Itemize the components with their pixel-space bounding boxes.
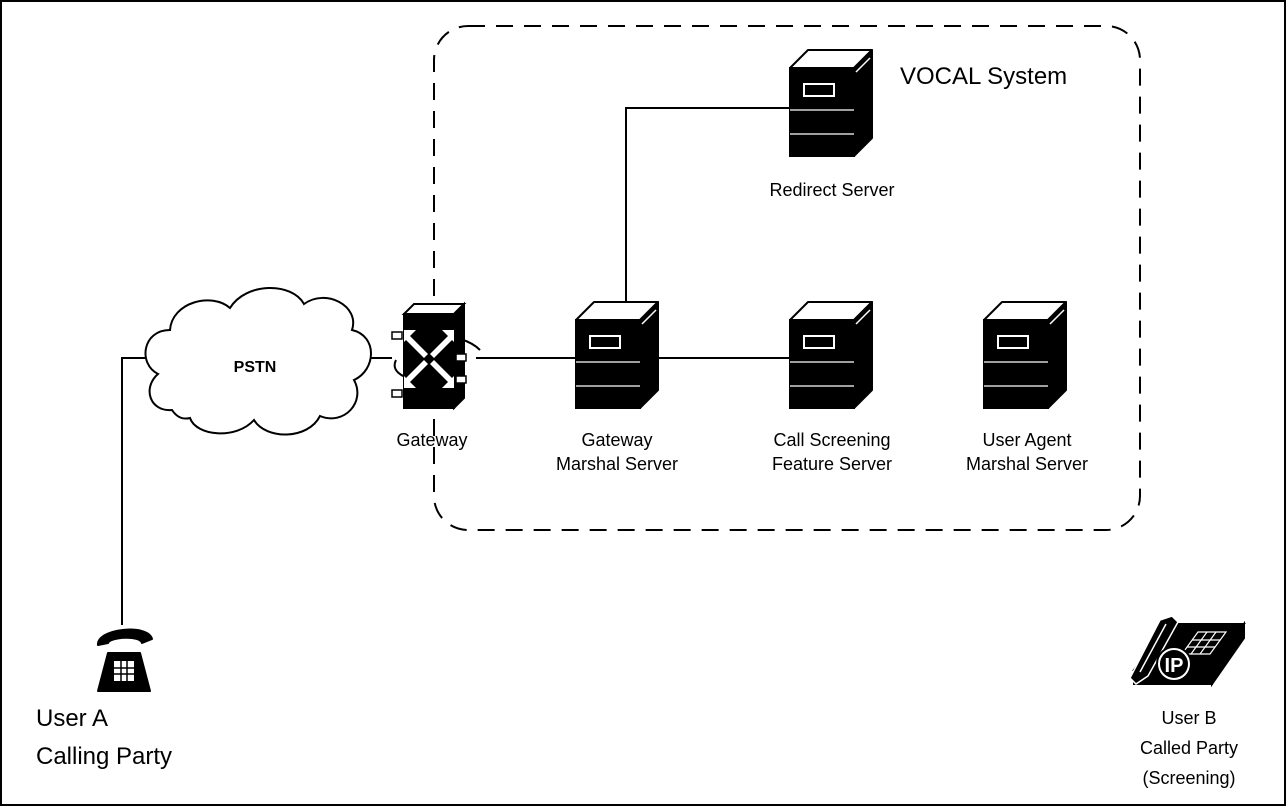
gateway-label: Gateway — [396, 430, 467, 450]
user-agent-marshal-label-line1: User Agent — [982, 430, 1071, 450]
server-tower-icon — [983, 301, 1067, 409]
gateway-router-icon — [391, 301, 481, 411]
cloud-icon — [144, 287, 372, 436]
gateway-marshal-label-line2: Marshal Server — [556, 454, 678, 474]
gateway-marshal-server-node: Gateway Marshal Server — [556, 301, 678, 474]
user-b-label-line2: Called Party — [1140, 738, 1238, 758]
vocal-system-boundary — [433, 25, 1141, 531]
connection-lines — [121, 107, 790, 625]
ip-phone-icon: IP — [1129, 615, 1246, 688]
user-a-label-line2: Calling Party — [36, 743, 172, 770]
ip-badge-label: IP — [1165, 655, 1184, 677]
link-marshal-to-redirect — [625, 107, 790, 302]
pstn-cloud: PSTN — [144, 287, 372, 436]
redirect-server-label: Redirect Server — [769, 180, 894, 200]
call-screening-label-line1: Call Screening — [773, 430, 890, 450]
user-agent-marshal-server-node: User Agent Marshal Server — [966, 301, 1088, 474]
gateway-marshal-label-line1: Gateway — [581, 430, 652, 450]
user-b-node: IP User B Called Party (Screening) — [1129, 615, 1246, 788]
user-a-node: User A Calling Party — [36, 628, 172, 770]
call-screening-label-line2: Feature Server — [772, 454, 892, 474]
user-agent-marshal-label-line2: Marshal Server — [966, 454, 1088, 474]
gateway-node: Gateway — [391, 301, 481, 450]
call-screening-server-node: Call Screening Feature Server — [772, 301, 892, 474]
telephone-icon — [97, 628, 153, 692]
vocal-system-label: VOCAL System — [900, 63, 1067, 90]
server-tower-icon — [789, 301, 873, 409]
user-b-label-line3: (Screening) — [1142, 768, 1235, 788]
server-tower-icon — [789, 49, 873, 157]
server-tower-icon — [575, 301, 659, 409]
user-a-label-line1: User A — [36, 705, 108, 732]
redirect-server-node: Redirect Server — [769, 49, 895, 200]
link-phone-to-pstn — [121, 357, 150, 625]
pstn-label: PSTN — [234, 359, 277, 376]
user-b-label-line1: User B — [1161, 708, 1216, 728]
